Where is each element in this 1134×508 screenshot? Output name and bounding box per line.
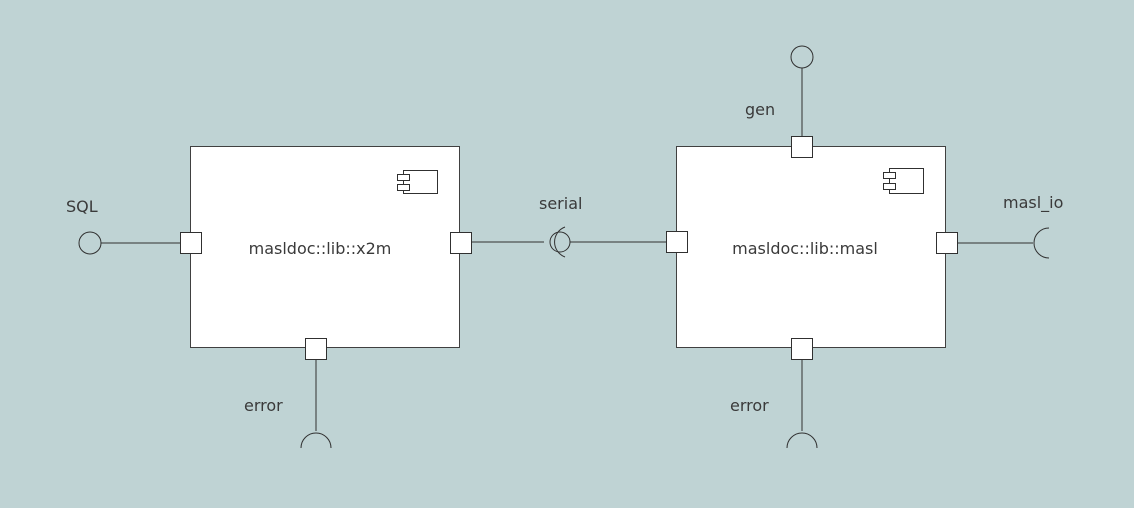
gen-label: gen [745,100,775,119]
masl-port-gen[interactable] [791,136,813,158]
masl-error-socket [786,432,818,449]
sql-label: SQL [66,197,98,216]
masl-port-serial[interactable] [666,231,688,253]
x2m-port-error[interactable] [305,338,327,360]
masl-port-error[interactable] [791,338,813,360]
masl-io-socket [1033,227,1050,259]
masl-port-masl-io[interactable] [936,232,958,254]
x2m-error-interface: error [244,360,332,449]
component-masl-name: masldoc::lib::masl [732,239,878,258]
masl-error-label: error [730,396,769,415]
component-x2m[interactable]: masldoc::lib::x2m [190,146,460,348]
x2m-port-sql[interactable] [180,232,202,254]
masl-error-interface: error [730,360,818,449]
sql-ball [78,231,102,255]
serial-label: serial [539,194,582,213]
component-icon [883,168,924,194]
sql-interface: SQL [66,197,180,255]
masl-io-interface: masl_io [958,193,1063,259]
component-masl[interactable]: masldoc::lib::masl [676,146,946,348]
serial-interface: serial [471,194,666,258]
serial-socket [554,226,566,258]
gen-interface: gen [745,45,814,137]
masl-io-label: masl_io [1003,193,1063,213]
component-icon [397,170,438,194]
component-x2m-name: masldoc::lib::x2m [249,239,392,258]
x2m-error-label: error [244,396,283,415]
x2m-port-serial[interactable] [450,232,472,254]
x2m-error-socket [300,432,332,449]
